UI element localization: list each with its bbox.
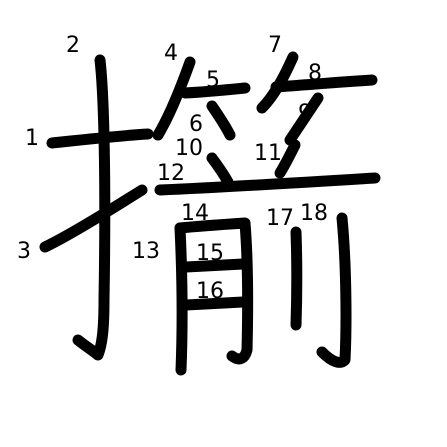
- stroke-number-2: 2: [66, 33, 80, 58]
- stroke-number-11: 11: [254, 141, 282, 166]
- stroke-number-7: 7: [268, 33, 282, 58]
- stroke-5: [179, 82, 251, 99]
- stroke-number-15: 15: [196, 241, 224, 266]
- stroke-15: [180, 258, 249, 273]
- stroke-number-5: 5: [206, 68, 220, 93]
- stroke-number-12: 12: [157, 161, 185, 186]
- stroke-16: [180, 296, 249, 311]
- stroke-12: [154, 172, 381, 196]
- stroke-10: [206, 152, 234, 188]
- stroke-number-16: 16: [196, 279, 224, 304]
- stroke-11: [274, 139, 301, 179]
- stroke-18: [316, 212, 352, 368]
- stroke-number-9: 9: [298, 101, 312, 126]
- stroke-3: [39, 184, 148, 253]
- stroke-6: [206, 100, 236, 141]
- stroke-number-4: 4: [164, 41, 178, 66]
- stroke-number-1: 1: [25, 126, 39, 151]
- stroke-number-8: 8: [308, 61, 322, 86]
- stroke-number-10: 10: [175, 136, 203, 161]
- stroke-8: [270, 74, 378, 93]
- stroke-4: [152, 56, 196, 141]
- stroke-17: [290, 226, 303, 331]
- stroke-number-18: 18: [300, 201, 328, 226]
- stroke-number-14: 14: [181, 201, 209, 226]
- stroke-number-17: 17: [266, 206, 294, 231]
- stroke-1: [46, 128, 154, 149]
- stroke-number-13: 13: [132, 239, 160, 264]
- stroke-2: [72, 54, 111, 361]
- stroke-9: [284, 92, 324, 146]
- stroke-number-3: 3: [17, 239, 31, 264]
- stroke-number-6: 6: [189, 112, 203, 137]
- stroke-14: [174, 217, 254, 365]
- stroke-13: [174, 222, 188, 376]
